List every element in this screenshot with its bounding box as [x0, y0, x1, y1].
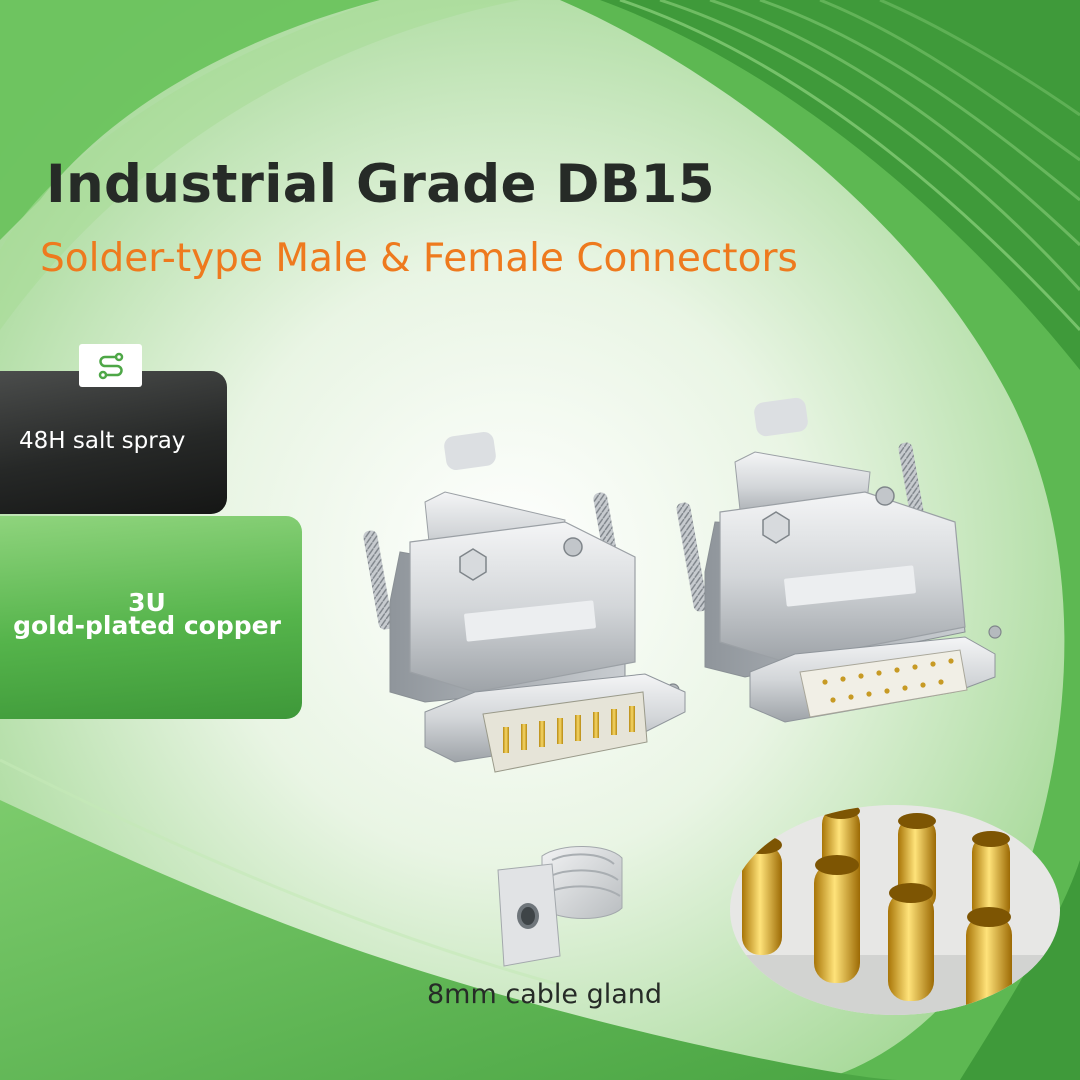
cable-gland-image	[497, 846, 623, 967]
feature-gold-plating: 3U gold-plated copper	[0, 516, 302, 719]
male-screw-head	[563, 537, 583, 557]
feature-gold-plating-text: 3U gold-plated copper	[13, 588, 281, 641]
male-gold-pins	[503, 706, 635, 753]
page-subtitle: Solder-type Male & Female Connectors	[40, 236, 798, 281]
male-connector	[363, 431, 686, 773]
feature-salt-spray-label: 48H salt spray	[19, 428, 186, 454]
female-cable-gland	[754, 397, 808, 437]
gold-pin-closeup	[730, 805, 1060, 1015]
feature-salt-spray: 48H salt spray	[0, 371, 227, 514]
male-cable-gland	[444, 431, 496, 471]
female-screw-head	[875, 486, 895, 506]
female-connector	[676, 397, 1002, 723]
db15-connector-pair	[363, 397, 1002, 773]
route-icon	[98, 352, 123, 379]
male-pin-insert	[482, 691, 648, 773]
page-title: Industrial Grade DB15	[46, 154, 715, 215]
female-socket-insert	[799, 649, 968, 718]
feature-icon-chip	[79, 344, 142, 387]
cable-gland-caption: 8mm cable gland	[427, 979, 663, 1010]
female-hex-nut	[762, 511, 790, 544]
female-left-screw	[676, 502, 708, 612]
female-sockets	[822, 658, 954, 703]
male-hex-nut	[459, 548, 487, 581]
male-label-plate	[464, 600, 596, 642]
female-label-plate	[784, 565, 916, 607]
male-left-screw	[363, 530, 393, 630]
feature-gold-plating-line2: gold-plated copper	[13, 610, 281, 640]
feature-gold-plating-line1: 3U	[128, 587, 166, 617]
